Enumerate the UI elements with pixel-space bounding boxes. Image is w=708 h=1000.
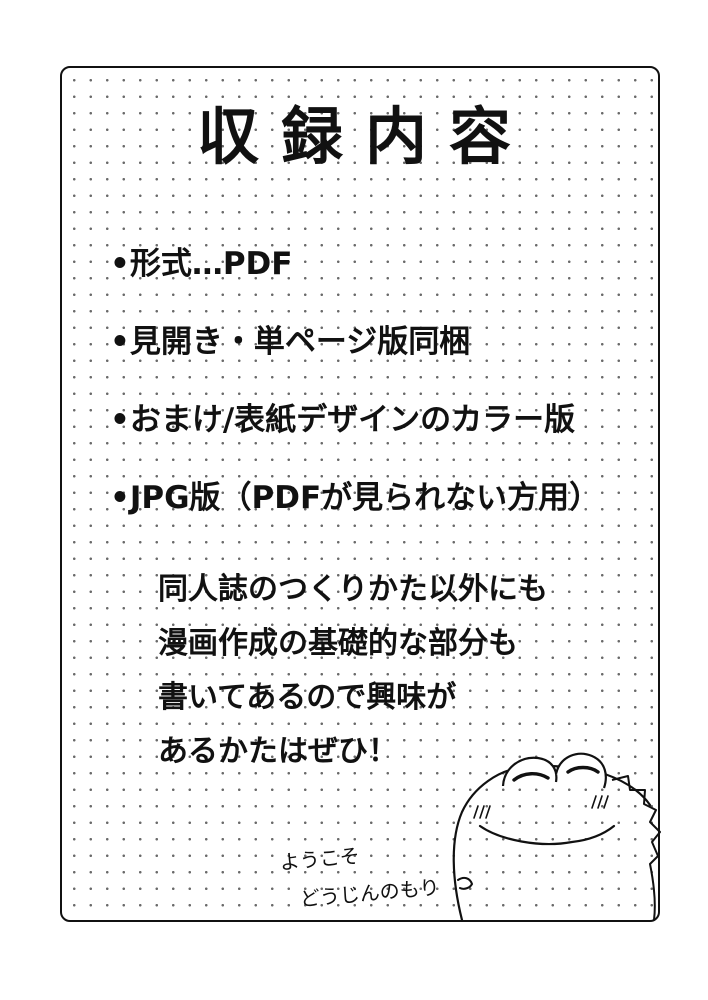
list-item: •見開き・単ページ版同梱 xyxy=(110,324,471,360)
paragraph-line: あるかたはぜひ！ xyxy=(158,734,398,769)
contents-list: •形式…PDF •見開き・単ページ版同梱 •おまけ/表紙デザインのカラー版 •J… xyxy=(110,244,600,556)
list-item: •形式…PDF xyxy=(110,246,293,282)
dotted-frame xyxy=(60,66,660,922)
page-title: 収録内容 xyxy=(196,100,533,173)
paragraph-line: 漫画作成の基礎的な部分も xyxy=(158,626,518,661)
list-item: •JPG版（PDFが見られない方用） xyxy=(110,480,601,516)
paragraph-line: 同人誌のつくりかた以外にも xyxy=(158,572,548,607)
list-item: •おまけ/表紙デザインのカラー版 xyxy=(110,402,576,438)
paragraph-line: 書いてあるので興味が xyxy=(158,680,457,715)
description-paragraph: 同人誌のつくりかた以外にも 漫画作成の基礎的な部分も 書いてあるので興味が ある… xyxy=(158,570,548,786)
